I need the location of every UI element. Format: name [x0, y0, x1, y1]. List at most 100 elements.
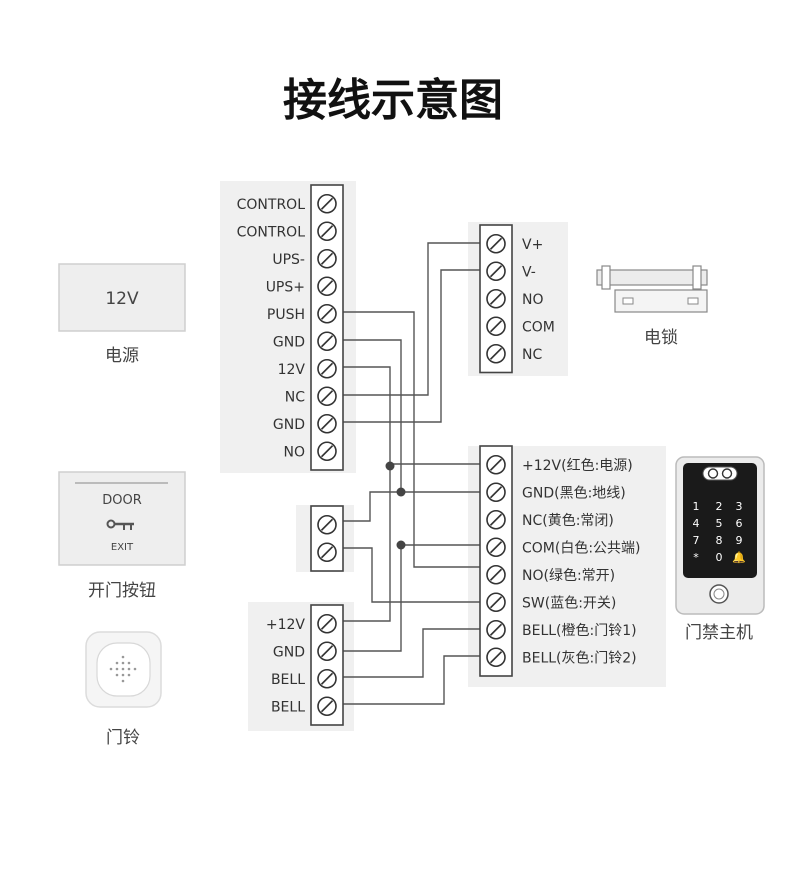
power-terminal-block-label: NO: [284, 444, 306, 460]
power-terminal-block-label: UPS+: [266, 279, 305, 295]
keypad-key: 3: [736, 500, 743, 513]
wire-nc-to-vplus: [343, 242, 480, 396]
keypad-key: 8: [716, 534, 723, 547]
lock-terminal-block-label: V+: [522, 237, 543, 253]
keypad-key: 0: [716, 551, 723, 564]
main-terminal-block-label: BELL(橙色:门铃1): [522, 622, 637, 639]
junction-terminal-block: [310, 505, 344, 572]
wires: [343, 242, 480, 705]
speaker-icon: [109, 655, 137, 683]
wire-junction-dots: [385, 461, 406, 550]
main-terminal-block-label: NO(绿色:常开): [522, 567, 615, 584]
bell-terminal-block-label: +12V: [266, 617, 306, 633]
wire-bell-gnd: [343, 545, 402, 652]
screw-terminal-icon: [317, 331, 337, 352]
magnetic-lock-icon: [596, 265, 708, 313]
page-title: 接线示意图: [283, 75, 503, 126]
junction-dot: [396, 487, 406, 497]
wire-12v-to-plus12v: [343, 366, 480, 465]
power-terminal-block-label: GND: [273, 334, 305, 350]
power-terminal-block-label: 12V: [278, 362, 306, 378]
keypad-key: 7: [693, 534, 700, 547]
screw-terminal-icon: [317, 303, 337, 324]
power-terminal-block-label: CONTROL: [237, 224, 306, 240]
junction-dot: [396, 540, 406, 550]
power-terminal-block-label: UPS-: [272, 252, 305, 268]
screw-terminal-icon: [486, 619, 506, 640]
wire-gnd-to-vminus: [343, 269, 480, 423]
screw-terminal-icon: [317, 221, 337, 242]
electric-lock-device: 电锁: [596, 265, 708, 348]
main-terminal-block-label: BELL(灰色:门铃2): [522, 649, 637, 666]
main-terminal-block-label: COM(白色:公共端): [522, 539, 641, 556]
power-terminal-block-label: CONTROL: [237, 197, 306, 213]
keypad-key: 4: [693, 517, 700, 530]
screw-terminal-icon: [317, 413, 337, 434]
main-terminal-block-frame: [479, 445, 513, 677]
wire-bell-plus12v: [343, 464, 391, 622]
wire-junction1: [343, 491, 401, 522]
screw-terminal-icon: [317, 386, 337, 407]
screw-terminal-icon: [486, 316, 506, 337]
power-supply-caption: 电源: [105, 346, 139, 366]
screw-terminal-icon: [317, 641, 337, 662]
screw-terminal-icon: [486, 537, 506, 558]
screw-terminal-icon: [486, 482, 506, 503]
lock-terminal-block-label: COM: [522, 319, 555, 335]
power-supply-box: [58, 263, 186, 332]
bell-terminal-block-label: BELL: [271, 699, 305, 715]
wire-gnd-to-gnd: [343, 339, 480, 493]
power-terminal-block-label: NC: [285, 389, 305, 405]
main-terminal-block-label: GND(黑色:地线): [522, 484, 626, 501]
exit-button-exit-label: EXIT: [111, 542, 134, 553]
doorbell-caption: 门铃: [106, 728, 140, 748]
screw-terminal-icon: [486, 288, 506, 309]
lock-terminal-block: V+ V- NO COM NC: [479, 224, 555, 374]
wire-bell1: [343, 628, 480, 678]
screw-terminal-icon: [317, 696, 337, 717]
exit-button-door-label: DOOR: [102, 493, 142, 508]
exit-button-device: DOOR EXIT 开门按钮: [58, 471, 186, 601]
controller-panel: [683, 463, 757, 578]
keypad-key: 2: [716, 500, 723, 513]
main-terminal-block: +12V(红色:电源) GND(黑色:地线) NC(黄色:常闭) COM(白色:公共端…: [479, 445, 641, 677]
screw-terminal-icon: [317, 276, 337, 297]
power-supply-value: 12V: [105, 289, 139, 309]
screw-terminal-icon: [486, 261, 506, 282]
bell-terminal-block-label: BELL: [271, 672, 305, 688]
exit-button-caption: 开门按钮: [88, 581, 156, 601]
main-terminal-block-label: SW(蓝色:开关): [522, 594, 616, 611]
lock-terminal-block-label: NO: [522, 292, 544, 308]
keypad-key: 5: [716, 517, 723, 530]
screw-terminal-icon: [486, 592, 506, 613]
lock-terminal-block-label: V-: [522, 264, 536, 280]
doorbell-device: 门铃: [85, 631, 162, 748]
screw-terminal-icon: [317, 358, 337, 379]
keypad-key: 1: [693, 500, 700, 513]
fingerprint-icon: [709, 584, 729, 604]
key-icon: [106, 519, 134, 530]
screw-terminal-icon: [317, 514, 337, 535]
screw-terminal-icon: [486, 233, 506, 254]
keypad-key: *: [693, 551, 699, 564]
screw-terminal-icon: [486, 343, 506, 364]
screw-terminal-icon: [486, 647, 506, 668]
screw-terminal-icon: [317, 613, 337, 634]
wire-bell2: [343, 655, 480, 705]
power-terminal-block-label: GND: [273, 417, 305, 433]
power-terminal-block-label: PUSH: [267, 307, 305, 323]
main-terminal-block-label: +12V(红色:电源): [522, 457, 633, 474]
screw-terminal-icon: [317, 248, 337, 269]
main-terminal-block-label: NC(黄色:常闭): [522, 512, 614, 529]
junction-dot: [385, 461, 395, 471]
screw-terminal-icon: [486, 454, 506, 475]
screw-terminal-icon: [317, 542, 337, 563]
power-supply-device: 12V 电源: [58, 263, 186, 366]
terminal-blocks: CONTROLCONTROLUPS-UPS+PUSHGND12VNCGNDNOV…: [237, 184, 641, 726]
lock-terminal-block-label: NC: [522, 347, 542, 363]
power-terminal-block: CONTROL CONTROL UPS- UPS+ PUSH GND 12V NC GND NO: [237, 184, 344, 471]
